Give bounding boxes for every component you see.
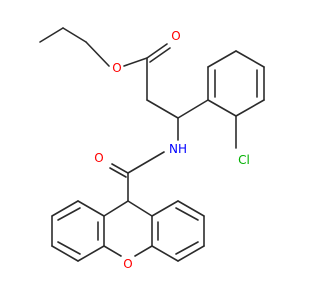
bond [39, 27, 64, 43]
bond [175, 207, 199, 221]
bond [77, 200, 105, 217]
bond [134, 245, 153, 257]
bond [57, 207, 81, 221]
bond [127, 151, 165, 174]
amide-bonds [109, 117, 179, 202]
bond [111, 163, 129, 174]
bond [51, 245, 79, 262]
carbonyl-oxygen-label: O [171, 29, 180, 43]
chlorophenyl-ring [177, 50, 265, 149]
ethyl-ester-bonds [39, 27, 179, 119]
bond [235, 99, 265, 117]
bond [103, 245, 122, 257]
bond [151, 200, 179, 217]
bond [51, 200, 79, 217]
bond [127, 200, 153, 217]
bond [146, 43, 168, 59]
xanthene-ring-system [51, 200, 205, 262]
bond [177, 245, 205, 262]
bond [109, 167, 127, 178]
bond [175, 241, 199, 255]
bond [85, 41, 110, 67]
molecule-structure: O O O NH Cl O [39, 27, 265, 271]
bond [77, 245, 105, 262]
bond [207, 50, 237, 68]
chlorine-label: Cl [238, 153, 250, 167]
bond [103, 200, 129, 217]
amide-oxygen-label: O [94, 151, 103, 165]
bond [207, 99, 237, 117]
bond [146, 99, 179, 119]
bond [177, 200, 205, 217]
bond [177, 99, 209, 119]
bond [123, 57, 148, 67]
atom-labels: O O O NH Cl O [94, 29, 250, 271]
bond [151, 245, 179, 262]
bond [62, 27, 87, 43]
bond [149, 47, 171, 63]
ester-oxygen-label: O [112, 61, 121, 75]
bond [235, 50, 265, 68]
bond [57, 241, 81, 255]
xanthene-oxygen-label: O [123, 257, 132, 271]
amide-nitrogen-label: NH [169, 142, 187, 156]
